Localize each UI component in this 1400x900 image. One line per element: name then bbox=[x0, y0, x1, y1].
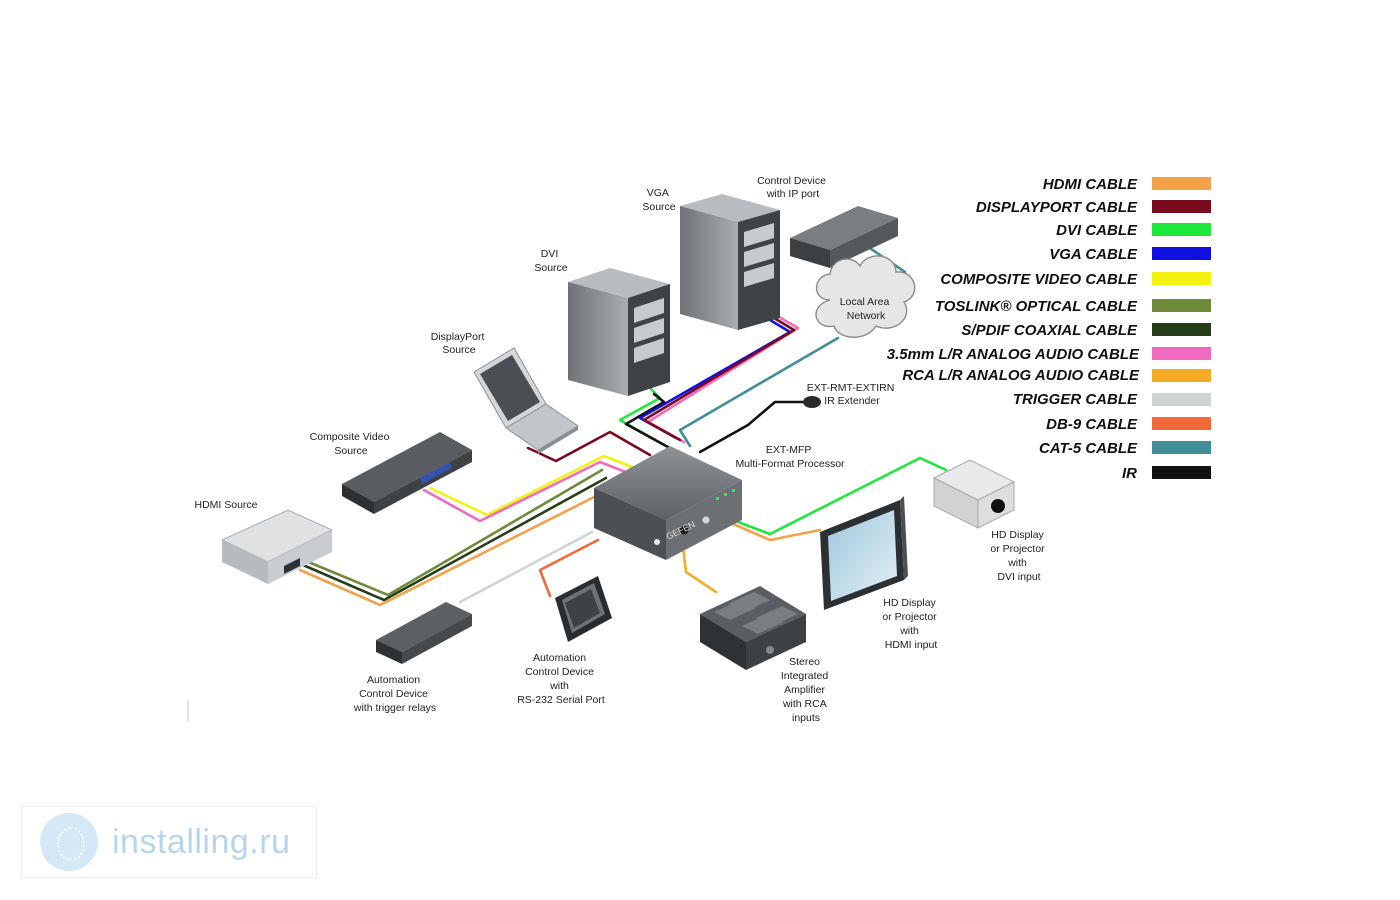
ir-cable bbox=[698, 400, 814, 454]
dvi-display-label: HD Display or Projector with DVI input bbox=[990, 529, 1047, 583]
lan-cloud-icon bbox=[815, 255, 916, 338]
composite-video-source bbox=[342, 432, 472, 514]
watermark: installing.ru bbox=[21, 806, 317, 878]
vga-source-label: VGA Source bbox=[642, 187, 675, 213]
legend-swatch-db9 bbox=[1152, 417, 1211, 430]
displayport-source-label: DisplayPort Source bbox=[431, 331, 488, 356]
amplifier-label: Stereo Integrated Amplifier with RCA inp… bbox=[781, 656, 831, 724]
legend-label-vga: VGA CABLE bbox=[1049, 246, 1138, 263]
toslink-cable bbox=[304, 468, 604, 597]
displayport-cable-2 bbox=[642, 313, 796, 442]
dvi-source-label: DVI Source bbox=[534, 248, 567, 274]
legend-label-spdif: S/PDIF COAXIAL CABLE bbox=[961, 322, 1138, 339]
legend-swatch-ir bbox=[1152, 466, 1211, 479]
legend-swatch-displayport bbox=[1152, 200, 1211, 213]
control-ip-label: Control Device with IP port bbox=[757, 175, 829, 200]
legend-label-dvi: DVI CABLE bbox=[1056, 222, 1138, 239]
legend-swatch-toslink bbox=[1152, 299, 1211, 312]
hdmi-monitor bbox=[820, 496, 908, 610]
trigger-device-label: Automation Control Device with trigger r… bbox=[353, 674, 436, 714]
hdmi-cable bbox=[298, 486, 614, 607]
legend-swatch-composite bbox=[1152, 272, 1211, 285]
dvi-source-tower bbox=[568, 268, 670, 396]
lan-label: Local Area Network bbox=[840, 296, 893, 322]
legend-label-cat5: CAT-5 CABLE bbox=[1039, 440, 1138, 457]
stereo-amplifier bbox=[700, 586, 806, 670]
displayport-laptop bbox=[473, 347, 579, 454]
analog-35mm-cable-2 bbox=[646, 311, 800, 444]
legend-label-composite: COMPOSITE VIDEO CABLE bbox=[940, 271, 1138, 288]
legend-label-trigger: TRIGGER CABLE bbox=[1013, 391, 1138, 408]
legend-label-hdmi: HDMI CABLE bbox=[1043, 176, 1138, 193]
legend-label-db9: DB-9 CABLE bbox=[1046, 416, 1138, 433]
cat5-cable bbox=[678, 336, 840, 448]
hdmi-source-device bbox=[220, 509, 334, 584]
legend-label-analog-35mm: 3.5mm L/R ANALOG AUDIO CABLE bbox=[887, 346, 1140, 363]
dvi-projector bbox=[932, 459, 1016, 529]
legend-swatch-hdmi bbox=[1152, 177, 1211, 190]
legend-swatch-rca bbox=[1152, 369, 1211, 382]
hdmi-source-label: HDMI Source bbox=[194, 499, 257, 511]
spdif-cable bbox=[301, 476, 608, 602]
db9-cable bbox=[538, 538, 600, 598]
legend-swatch-cat5 bbox=[1152, 441, 1211, 454]
dvi-output-cable bbox=[720, 456, 948, 536]
legend-swatch-trigger bbox=[1152, 393, 1211, 406]
trigger-relay-device bbox=[376, 602, 472, 664]
dvi-source-cable-2 bbox=[624, 392, 670, 449]
legend-swatch-spdif bbox=[1152, 323, 1211, 336]
hdmi-output-cable bbox=[722, 518, 822, 542]
ir-extender-label: EXT-RMT-EXTIRN IR Extender bbox=[807, 382, 897, 407]
processor-label: EXT-MFP Multi-Format Processor bbox=[735, 444, 845, 470]
rca-cable bbox=[681, 545, 718, 594]
installing-logo-icon bbox=[40, 813, 98, 871]
ext-mfp-processor bbox=[594, 446, 742, 560]
displayport-cable bbox=[526, 430, 652, 463]
hdmi-display-label: HD Display or Projector with HDMI input bbox=[882, 597, 939, 651]
rs232-touch-panel bbox=[555, 576, 612, 642]
legend-swatch-dvi bbox=[1152, 223, 1211, 236]
legend-swatch-analog-35mm bbox=[1152, 347, 1211, 360]
legend-label-ir: IR bbox=[1122, 465, 1137, 482]
ir-extender-icon bbox=[803, 396, 821, 408]
vga-source-tower bbox=[680, 194, 780, 330]
trigger-cable bbox=[458, 530, 594, 604]
legend-label-toslink: TOSLINK® OPTICAL CABLE bbox=[935, 298, 1138, 315]
analog-35mm-cable bbox=[422, 460, 638, 523]
cable-legend: HDMI CABLE DISPLAYPORT CABLE DVI CABLE V… bbox=[887, 176, 1211, 482]
legend-swatch-vga bbox=[1152, 247, 1211, 260]
composite-source-label: Composite Video Source bbox=[310, 431, 393, 457]
rs232-device-label: Automation Control Device with RS-232 Se… bbox=[517, 652, 605, 706]
watermark-text: installing.ru bbox=[112, 822, 291, 861]
composite-cable bbox=[428, 454, 642, 517]
control-ip-device bbox=[790, 206, 898, 268]
legend-label-rca: RCA L/R ANALOG AUDIO CABLE bbox=[902, 367, 1140, 384]
legend-label-displayport: DISPLAYPORT CABLE bbox=[976, 199, 1138, 216]
